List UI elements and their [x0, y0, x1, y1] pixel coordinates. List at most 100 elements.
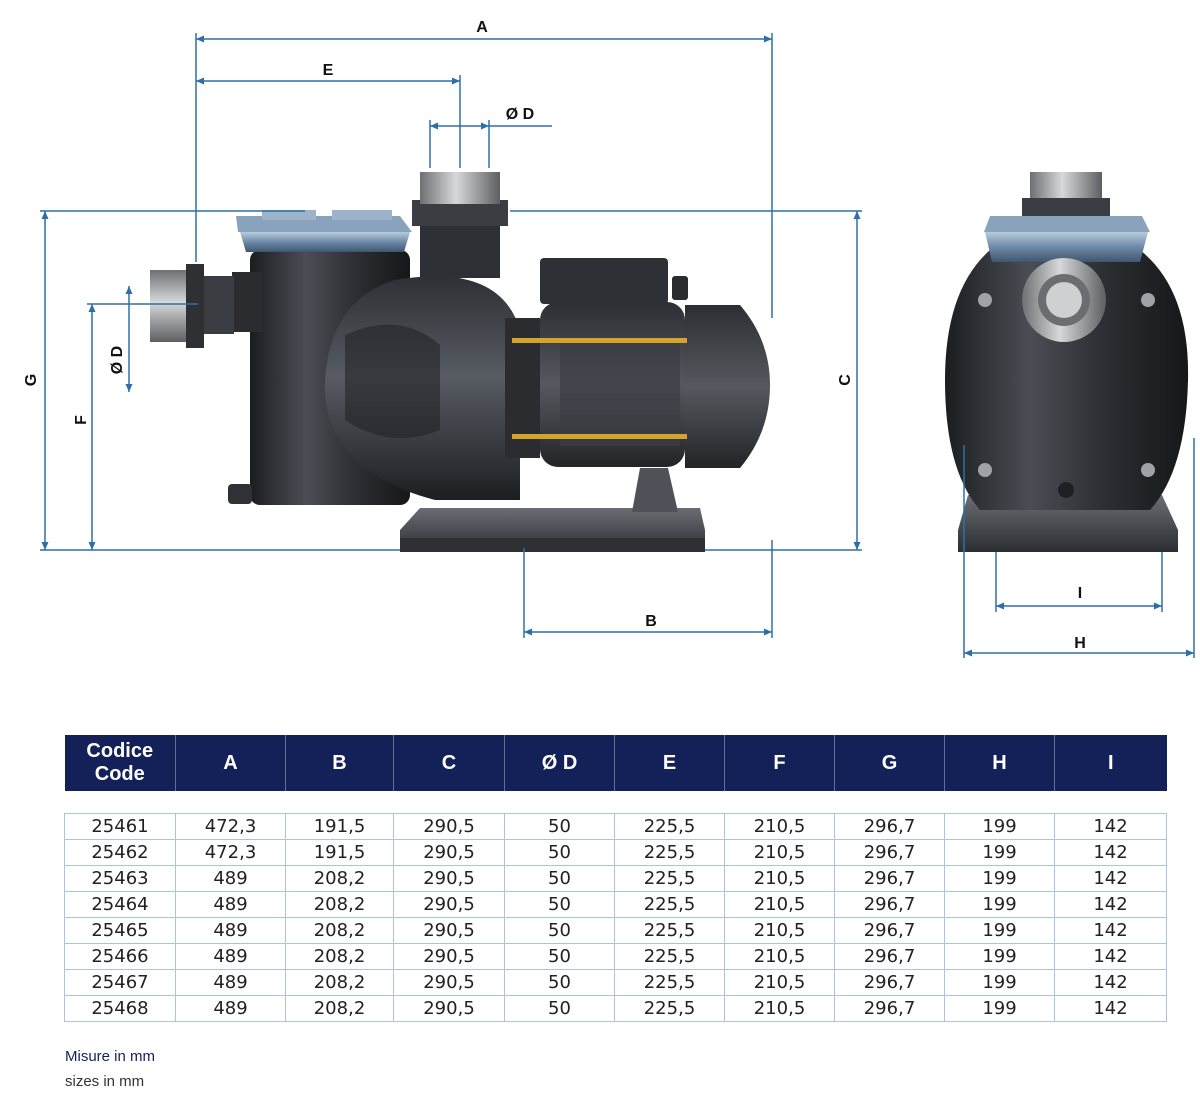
column-header: Codice Code — [64, 735, 176, 791]
table-cell: 296,7 — [834, 917, 945, 944]
table-cell: 472,3 — [175, 839, 286, 866]
table-cell: 225,5 — [614, 839, 725, 866]
table-cell: 50 — [504, 813, 615, 840]
dim-label-b: B — [645, 613, 657, 630]
table-cell: 296,7 — [834, 943, 945, 970]
dim-label-a: A — [476, 19, 488, 36]
dimension-arrows — [41, 35, 1194, 657]
column-header: A — [175, 735, 286, 791]
table-cell: 290,5 — [393, 969, 505, 996]
column-header: E — [614, 735, 725, 791]
table-cell: 225,5 — [614, 969, 725, 996]
column-header: H — [944, 735, 1055, 791]
table-cell: 25468 — [64, 995, 176, 1022]
table-cell: 296,7 — [834, 969, 945, 996]
table-cell: 290,5 — [393, 839, 505, 866]
table-cell: 296,7 — [834, 813, 945, 840]
dim-label-c: C — [837, 374, 854, 386]
table-cell: 208,2 — [285, 943, 394, 970]
table-cell: 210,5 — [724, 839, 835, 866]
table-cell: 25466 — [64, 943, 176, 970]
units-note-italian: Misure in mm — [65, 1048, 156, 1065]
dimension-lines — [40, 33, 1195, 658]
table-cell: 199 — [944, 839, 1055, 866]
table-cell: 210,5 — [724, 995, 835, 1022]
table-cell: 142 — [1054, 865, 1167, 892]
table-gap — [64, 791, 1167, 814]
table-cell: 25465 — [64, 917, 176, 944]
table-cell: 290,5 — [393, 865, 505, 892]
table-cell: 296,7 — [834, 995, 945, 1022]
pump-side-view — [945, 172, 1189, 552]
dim-label-d-top: Ø D — [506, 106, 534, 123]
table-cell: 210,5 — [724, 813, 835, 840]
table-cell: 199 — [944, 995, 1055, 1022]
table-cell: 142 — [1054, 943, 1167, 970]
table-cell: 489 — [175, 969, 286, 996]
table-cell: 296,7 — [834, 891, 945, 918]
dim-label-g: G — [23, 374, 40, 386]
dim-label-d-side: Ø D — [109, 346, 126, 374]
table-cell: 472,3 — [175, 813, 286, 840]
table-cell: 50 — [504, 891, 615, 918]
table-cell: 25462 — [64, 839, 176, 866]
table-cell: 142 — [1054, 839, 1167, 866]
table-cell: 210,5 — [724, 943, 835, 970]
table-cell: 50 — [504, 943, 615, 970]
table-cell: 225,5 — [614, 943, 725, 970]
dim-label-h: H — [1074, 635, 1086, 652]
table-cell: 50 — [504, 969, 615, 996]
table-cell: 50 — [504, 917, 615, 944]
table-cell: 225,5 — [614, 891, 725, 918]
table-cell: 50 — [504, 839, 615, 866]
table-cell: 210,5 — [724, 891, 835, 918]
table-cell: 50 — [504, 865, 615, 892]
table-cell: 296,7 — [834, 865, 945, 892]
table-cell: 210,5 — [724, 917, 835, 944]
table-cell: 142 — [1054, 891, 1167, 918]
table-cell: 290,5 — [393, 813, 505, 840]
table-cell: 290,5 — [393, 943, 505, 970]
dim-label-e: E — [323, 62, 334, 79]
table-cell: 489 — [175, 891, 286, 918]
table-cell: 225,5 — [614, 865, 725, 892]
column-header: C — [393, 735, 505, 791]
table-cell: 199 — [944, 891, 1055, 918]
table-cell: 25463 — [64, 865, 176, 892]
table-cell: 290,5 — [393, 891, 505, 918]
table-cell: 25464 — [64, 891, 176, 918]
column-header: F — [724, 735, 835, 791]
table-cell: 225,5 — [614, 813, 725, 840]
table-cell: 142 — [1054, 813, 1167, 840]
table-cell: 225,5 — [614, 917, 725, 944]
table-cell: 208,2 — [285, 995, 394, 1022]
table-cell: 489 — [175, 917, 286, 944]
units-note-english: sizes in mm — [65, 1073, 145, 1090]
pump-dimension-drawing: A E Ø D G F Ø D C B I H — [23, 19, 1195, 658]
table-cell: 290,5 — [393, 995, 505, 1022]
table-cell: 199 — [944, 943, 1055, 970]
table-cell: 225,5 — [614, 995, 725, 1022]
table-cell: 199 — [944, 813, 1055, 840]
table-cell: 208,2 — [285, 891, 394, 918]
table-cell: 191,5 — [285, 813, 394, 840]
table-cell: 25461 — [64, 813, 176, 840]
table-cell: 142 — [1054, 995, 1167, 1022]
table-cell: 296,7 — [834, 839, 945, 866]
column-header: B — [285, 735, 394, 791]
table-cell: 489 — [175, 995, 286, 1022]
table-cell: 489 — [175, 865, 286, 892]
dim-label-i: I — [1078, 585, 1082, 602]
table-cell: 142 — [1054, 969, 1167, 996]
table-cell: 50 — [504, 995, 615, 1022]
